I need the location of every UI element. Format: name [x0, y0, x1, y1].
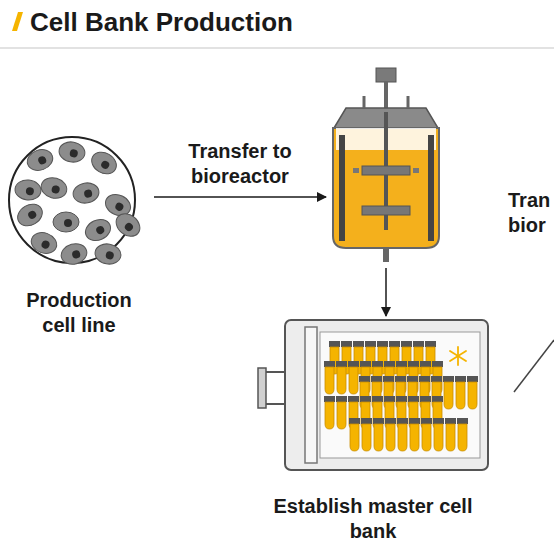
arrow-label: Transfer to bioreactor — [175, 139, 305, 189]
tube-cap — [396, 396, 407, 402]
bioreactor — [333, 68, 439, 262]
tube-cap — [457, 418, 468, 424]
tube-cap — [397, 418, 408, 424]
bioreactor — [328, 64, 444, 264]
title-slash — [12, 12, 23, 31]
tube-cap — [329, 341, 340, 347]
tube — [434, 424, 443, 451]
tube-cap — [383, 376, 394, 382]
tube — [456, 382, 465, 409]
cell — [82, 215, 114, 244]
tube-cap — [395, 376, 406, 382]
tube-cap — [341, 341, 352, 347]
cell — [24, 146, 55, 174]
tube — [325, 402, 334, 429]
tube-cap — [420, 396, 431, 402]
cell — [14, 179, 42, 201]
tube-cap — [349, 418, 360, 424]
flow-arrow — [385, 268, 387, 316]
tube-cap — [324, 361, 335, 367]
tube-cap — [408, 396, 419, 402]
tube-cap — [433, 418, 444, 424]
tube — [362, 424, 371, 451]
tube-cap — [360, 361, 371, 367]
tube-cap — [384, 361, 395, 367]
cell — [53, 212, 79, 232]
tube — [458, 424, 467, 451]
tube — [350, 424, 359, 451]
tube — [444, 382, 453, 409]
cell — [112, 209, 145, 241]
tube — [410, 424, 419, 451]
tube — [422, 424, 431, 451]
tube — [374, 424, 383, 451]
diagram-title: Cell Bank Production — [30, 6, 293, 38]
tube-cap — [396, 361, 407, 367]
tube-cap — [389, 341, 400, 347]
tube-cap — [336, 361, 347, 367]
tube — [337, 367, 346, 394]
title-rule — [0, 47, 554, 49]
cell — [59, 241, 89, 267]
tube-cap — [384, 396, 395, 402]
tube-cap — [467, 376, 478, 382]
tube-cap — [408, 361, 419, 367]
tube-cap — [336, 396, 347, 402]
cell — [93, 242, 122, 266]
tube — [446, 424, 455, 451]
tube-cap — [432, 396, 443, 402]
tube-cap — [385, 418, 396, 424]
tube-cap — [432, 361, 443, 367]
tube-cap — [425, 341, 436, 347]
tube — [398, 424, 407, 451]
cell — [71, 181, 100, 205]
tube-cap — [455, 376, 466, 382]
tube-cap — [420, 361, 431, 367]
tube — [337, 402, 346, 429]
freezer — [258, 320, 488, 470]
tube-cap — [431, 376, 442, 382]
tube-cap — [365, 341, 376, 347]
tube — [386, 424, 395, 451]
cell — [57, 140, 86, 164]
tube-cap — [361, 418, 372, 424]
cell — [14, 200, 47, 230]
tube-cap — [348, 361, 359, 367]
leader-line — [514, 340, 554, 392]
tube-cap — [419, 376, 430, 382]
tube-cap — [372, 361, 383, 367]
tube-cap — [401, 341, 412, 347]
cells — [14, 140, 145, 267]
tube-cap — [373, 418, 384, 424]
tube-cap — [445, 418, 456, 424]
freezer-bank: Establish master cell bank — [256, 318, 490, 544]
cell — [39, 175, 69, 201]
tube-cap — [413, 341, 424, 347]
cell-line-dish: Production cell line — [8, 134, 150, 338]
tube-cap — [324, 396, 335, 402]
tube-cap — [443, 376, 454, 382]
tube-cap — [371, 376, 382, 382]
tube-cap — [421, 418, 432, 424]
tube-cap — [359, 376, 370, 382]
tube-cap — [407, 376, 418, 382]
tube — [349, 367, 358, 394]
tube-cap — [348, 396, 359, 402]
tube-cap — [372, 396, 383, 402]
tube — [325, 367, 334, 394]
tube-cap — [360, 396, 371, 402]
tube-cap — [377, 341, 388, 347]
node-label: Establish master cell bank — [256, 494, 490, 544]
cell — [88, 148, 121, 178]
node-label: Production cell line — [8, 288, 150, 338]
flow-arrow — [154, 196, 326, 198]
cut-off-label: Tran bior — [508, 188, 554, 238]
tube — [468, 382, 477, 409]
cell — [28, 229, 59, 257]
tube-cap — [409, 418, 420, 424]
tube-cap — [353, 341, 364, 347]
